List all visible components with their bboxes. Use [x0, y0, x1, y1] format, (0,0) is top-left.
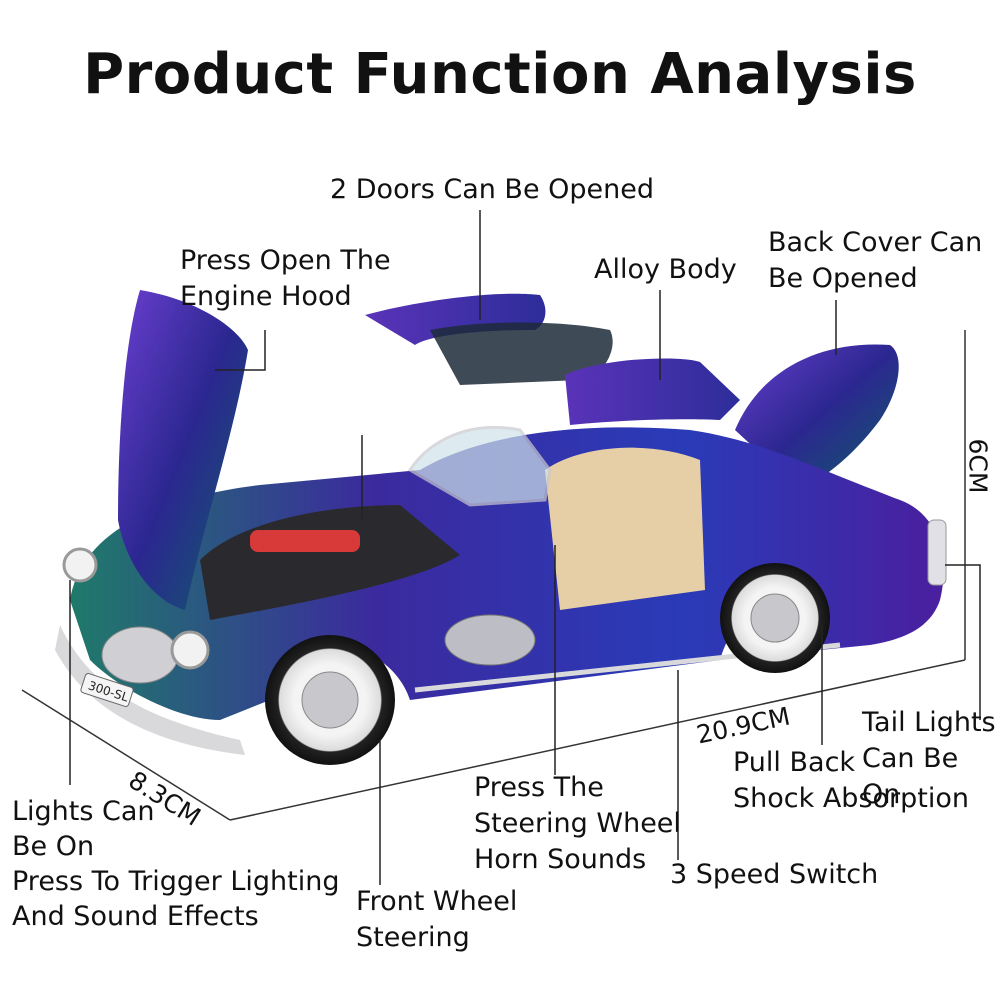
license-plate: [80, 673, 134, 707]
callout-lights: Lights Can Be On Press To Trigger Lighti…: [12, 796, 340, 932]
car-body: [70, 427, 944, 720]
rear-hubcap: [750, 593, 800, 643]
left-door-window: [430, 322, 613, 385]
callout-doors: 2 Doors Can Be Opened: [330, 174, 655, 205]
length-dimension-line: [229, 659, 966, 821]
interior: [545, 447, 705, 610]
callout-tail-lights: Tail Lights Can Be On: [862, 707, 996, 810]
car-model: 300-SL: [55, 290, 947, 765]
tail-lights-leader: [945, 564, 981, 720]
callout-hood: Press Open The Engine Hood: [180, 245, 391, 312]
front-grille: [101, 626, 179, 684]
page-title: Product Function Analysis: [83, 42, 917, 107]
right-gullwing-door: [565, 358, 740, 425]
tail-light: [927, 519, 947, 586]
width-dimension-line: [21, 689, 231, 821]
callout-steering-wheel: Press The Steering Wheel Horn Sounds: [474, 772, 681, 875]
front-hubcap: [301, 671, 359, 729]
callout-back-cover: Back Cover Can Be Opened: [768, 227, 983, 294]
height-dimension-label: 6CM: [963, 438, 993, 494]
dimension-lines: [21, 330, 966, 821]
callout-alloy-body: Alloy Body: [594, 254, 737, 285]
left-gullwing-door: [365, 293, 546, 345]
callout-pull-back: Pull Back Shock Absorption: [733, 747, 969, 814]
windshield: [407, 425, 552, 507]
callout-speed-switch: 3 Speed Switch: [670, 859, 879, 890]
side-vent: [444, 614, 536, 666]
callout-lines: [69, 210, 981, 885]
callout-front-wheel: Front Wheel Steering: [356, 886, 518, 953]
engine-block: [250, 530, 360, 552]
right-headlight: [170, 630, 210, 670]
hood-leader-a: [215, 330, 266, 371]
left-headlight: [62, 547, 98, 583]
